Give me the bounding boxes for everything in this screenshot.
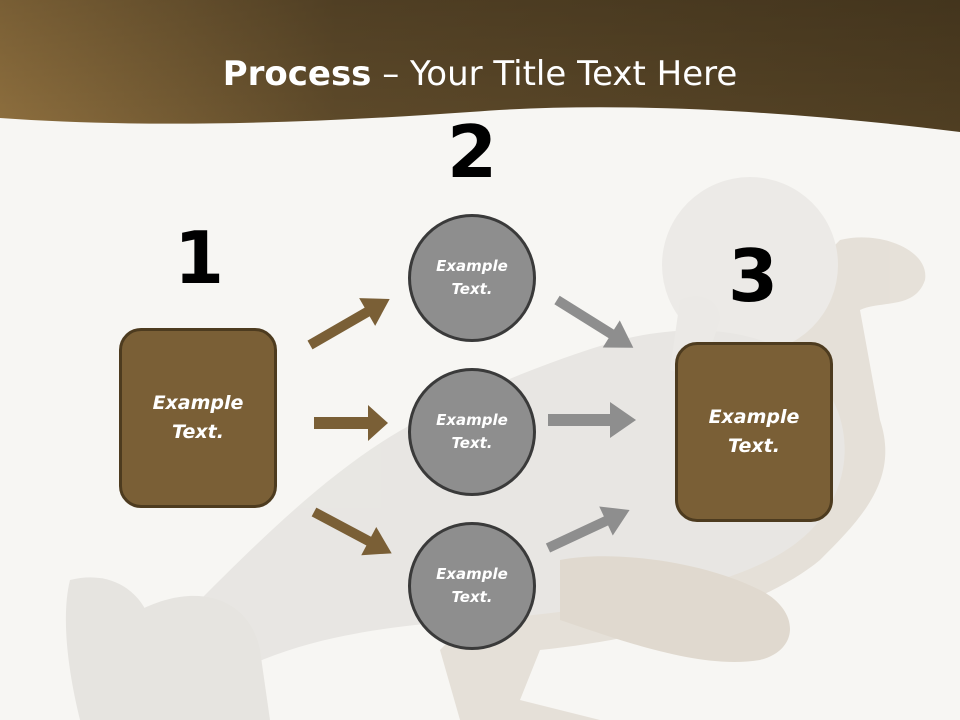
arrow-right-icon <box>314 405 388 441</box>
step-2-circle-bottom-text: Example Text. <box>436 565 508 606</box>
step-2-circle-middle[interactable]: Example Text. <box>408 368 536 496</box>
step-2-circle-top-text: Example Text. <box>436 257 508 298</box>
arrow-up-right-icon <box>307 298 390 350</box>
step-1-text: Example Text. <box>152 392 244 443</box>
step-2-circle-middle-text: Example Text. <box>436 411 508 452</box>
arrow-down-right-icon <box>554 295 634 348</box>
slide-title: Process – Your Title Text Here <box>0 52 960 96</box>
arrow-up-right-icon <box>545 506 630 553</box>
arrow-down-right-icon <box>311 507 392 556</box>
step-3-box[interactable]: Example Text. <box>675 342 833 522</box>
title-rest: – Your Title Text Here <box>371 54 738 94</box>
step-3-number: 3 <box>727 234 779 318</box>
step-2-circle-bottom[interactable]: Example Text. <box>408 522 536 650</box>
step-1-box[interactable]: Example Text. <box>119 328 277 508</box>
gray-arrows <box>545 295 636 553</box>
step-2-number: 2 <box>446 110 498 194</box>
title-bold: Process <box>222 54 372 94</box>
step-3-text: Example Text. <box>708 406 800 457</box>
step-1-number: 1 <box>173 216 225 300</box>
arrow-right-icon <box>548 402 636 438</box>
step-2-circle-top[interactable]: Example Text. <box>408 214 536 342</box>
brown-arrows <box>307 298 392 556</box>
